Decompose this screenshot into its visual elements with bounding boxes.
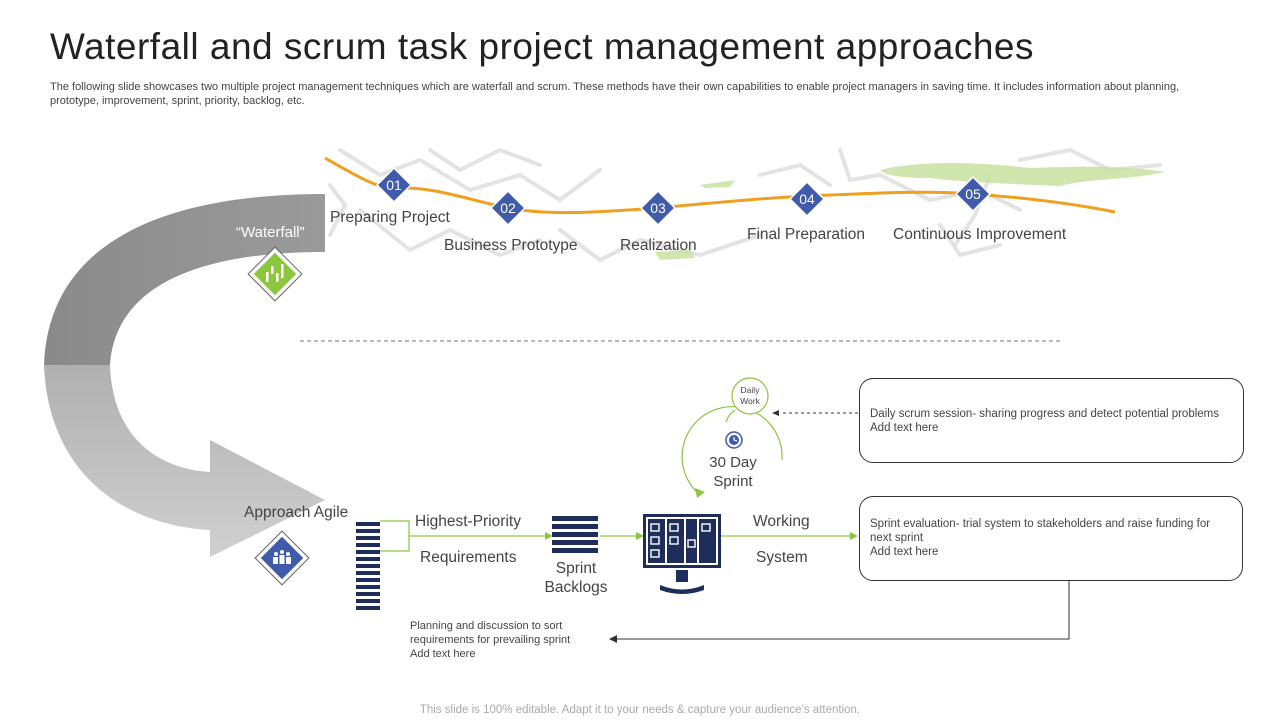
step-diamond-03: 03 [639,189,677,227]
sprint-cycle [681,377,783,498]
waterfall-to-agile-arrow [44,194,325,557]
map-green-regions [655,163,1165,260]
step-diamond-05: 05 [954,175,992,213]
step-diamond-01: 01 [375,166,413,204]
working-label: Working [753,513,810,530]
daily-scrum-text: Daily scrum session- sharing progress an… [870,408,1219,420]
agile-label: Approach Agile [244,504,349,521]
planning-note: Planning and discussion to sort requirem… [410,619,570,661]
sprint-label: Sprint [555,560,597,577]
step-diamond-04: 04 [788,180,826,218]
sprint-backlog-icon [552,516,598,553]
step-number: 01 [386,177,402,193]
step-number: 04 [799,191,815,207]
step-number: 02 [500,200,516,216]
sprint-evaluation-subtext: Add text here [870,546,939,558]
planning-note-line3: Add text here [410,648,476,660]
daily-work-circle [731,377,769,415]
planning-note-line1: Planning and discussion to sort [410,620,563,632]
step-number: 05 [965,186,981,202]
page-description: The following slide showcases two multip… [50,81,1180,107]
backlogs-label: Backlogs [544,579,608,596]
clock-icon [725,431,743,449]
requirements-stack-icon [356,522,380,610]
waterfall-label: “Waterfall” [236,224,305,241]
agile-team-icon [254,530,310,586]
kanban-board-icon [643,514,721,594]
sprint-evaluation-text: Sprint evaluation- trial system to stake… [870,518,1211,544]
daily-work-line1: Daily [740,385,760,395]
page-title: Waterfall and scrum task project managem… [50,26,1034,67]
highest-priority-label: Highest-Priority [415,513,521,530]
requirements-label: Requirements [420,549,517,566]
daily-connector-head [772,410,779,416]
sprint-evaluation-callout: Sprint evaluation- trial system to stake… [859,496,1243,581]
evaluation-return-connector [617,581,1070,640]
step-label-01: Preparing Project [330,209,450,226]
requirements-bracket [380,520,410,552]
step-label-03: Realization [620,237,697,254]
daily-scrum-subtext: Add text here [870,422,939,434]
waterfall-chart-icon [247,246,303,302]
step-label-02: Business Prototype [444,237,578,254]
daily-scrum-callout: Daily scrum session- sharing progress an… [859,378,1244,463]
flow-arrows [409,532,858,540]
step-number: 03 [650,200,666,216]
step-label-04: Final Preparation [747,226,866,243]
step-diamond-02: 02 [489,189,527,227]
footer-note: This slide is 100% editable. Adapt it to… [419,704,861,716]
daily-work-line2: Work [740,396,760,406]
system-label: System [756,549,808,566]
evaluation-return-head [609,635,617,643]
step-label-05: Continuous Improvement [893,226,1067,243]
sprint-cycle-line2: Sprint [713,473,753,490]
sprint-cycle-line1: 30 Day [709,454,757,471]
planning-note-line2: requirements for prevailing sprint [410,634,571,646]
